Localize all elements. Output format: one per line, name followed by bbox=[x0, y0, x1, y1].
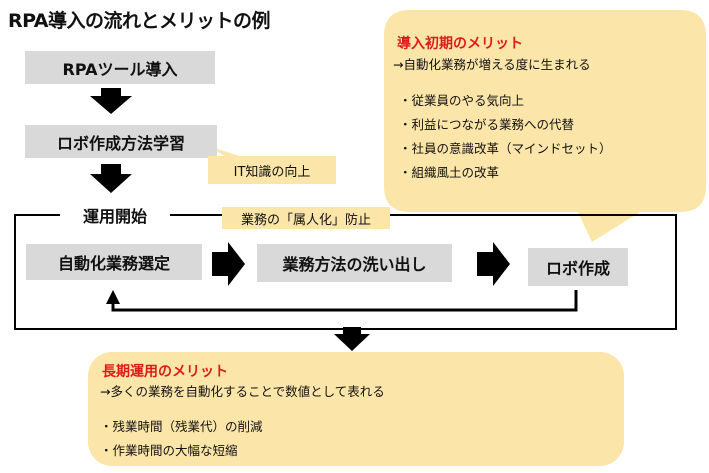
arrow-right-1 bbox=[212, 242, 245, 286]
early-merits-callout-shape bbox=[384, 10, 706, 242]
long-term-merit-item: ・作業時間の大幅な短縮 bbox=[100, 443, 238, 458]
step-robot-learning: ロボ作成方法学習 bbox=[25, 125, 217, 158]
long-term-merits-subtitle: →多くの業務を自動化することで数値として表れる bbox=[100, 384, 385, 399]
long-term-merit-item: ・残業時間（残業代）の削減 bbox=[100, 419, 263, 434]
loop-line bbox=[111, 290, 578, 312]
early-merits-subtitle: →自動化業務が増える度に生まれる bbox=[393, 57, 591, 72]
cycle-step-work-analysis: 業務方法の洗い出し bbox=[257, 244, 452, 282]
note-anti-personalization: 業務の「属人化」防止 bbox=[222, 207, 390, 229]
note-it-knowledge: IT知識の向上 bbox=[208, 156, 336, 184]
arrow-down-1 bbox=[90, 88, 132, 114]
early-merit-item: ・組織風土の改革 bbox=[399, 165, 500, 180]
cycle-step-robot-creation: ロボ作成 bbox=[528, 248, 628, 286]
long-term-merits-box bbox=[88, 352, 624, 466]
early-merits-title: 導入初期のメリット bbox=[397, 36, 523, 52]
page-title: RPA導入の流れとメリットの例 bbox=[8, 10, 271, 32]
step-rpa-tool-intro: RPAツール導入 bbox=[25, 51, 215, 84]
early-merit-item: ・社員の意識改革（マインドセット） bbox=[399, 141, 612, 156]
early-merit-item: ・従業員のやる気向上 bbox=[399, 93, 525, 108]
long-term-merits-title: 長期運用のメリット bbox=[102, 364, 228, 380]
cycle-step-automation-selection: 自動化業務選定 bbox=[26, 244, 202, 280]
arrow-down-3 bbox=[334, 327, 370, 351]
arrow-right-2 bbox=[477, 242, 510, 286]
early-merit-item: ・利益につながる業務への代替 bbox=[399, 117, 575, 132]
operation-start-label: 運用開始 bbox=[60, 204, 170, 226]
loop-arrowhead bbox=[106, 290, 120, 304]
arrow-down-2 bbox=[90, 164, 132, 193]
